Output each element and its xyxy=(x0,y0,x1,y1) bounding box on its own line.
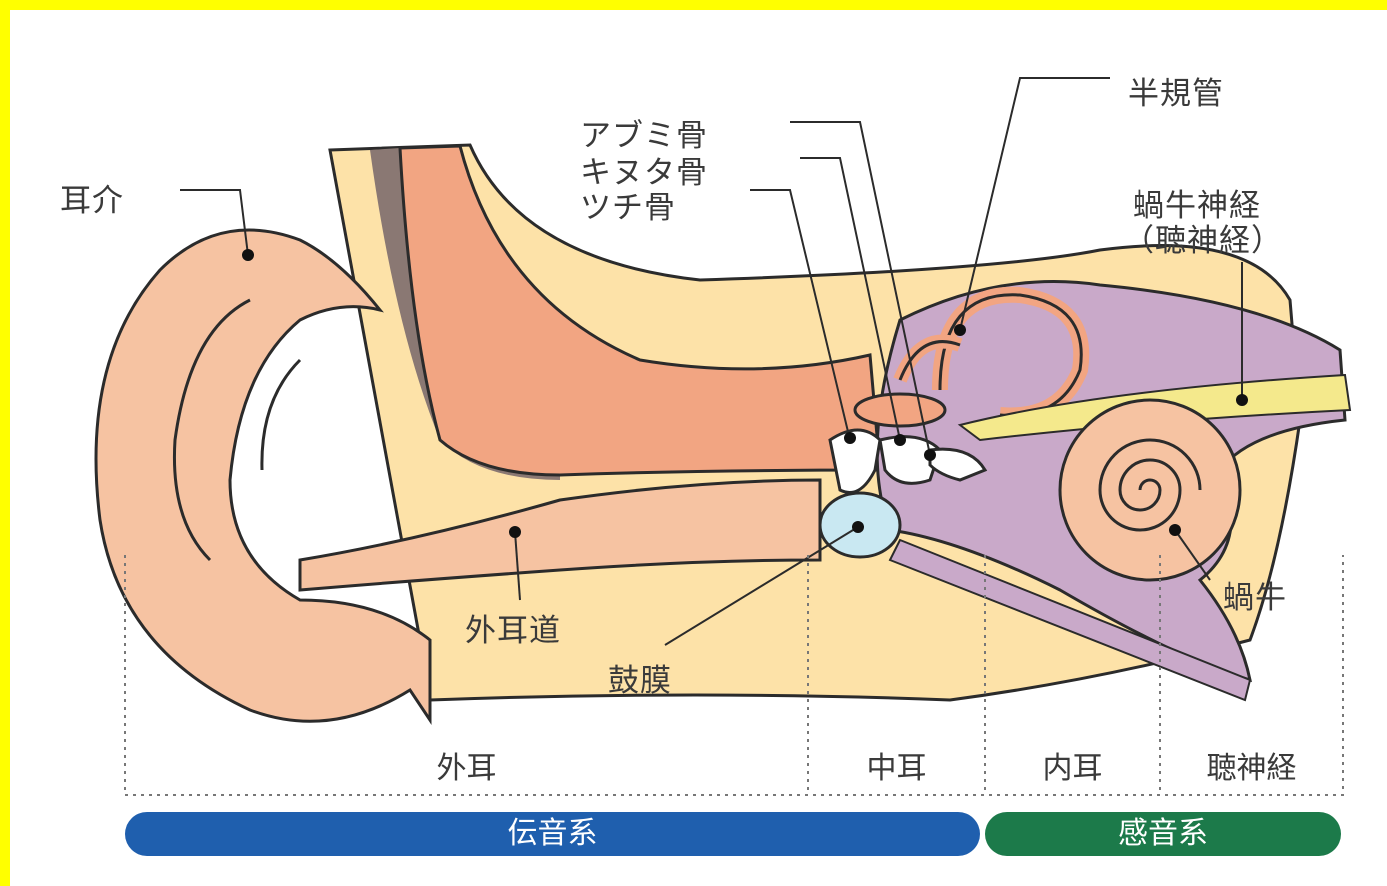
section-outer-ear: 外耳 xyxy=(125,743,808,787)
label-ear-canal: 外耳道 xyxy=(465,605,561,650)
diagram-frame: 耳介 アブミ骨 キヌタ骨 ツチ骨 半規管 蝸牛神経 （聴神経） 外耳道 鼓膜 蝸… xyxy=(10,10,1387,886)
section-auditory-nerve: 聴神経 xyxy=(1160,743,1343,787)
label-malleus: ツチ骨 xyxy=(580,182,676,227)
label-pinna: 耳介 xyxy=(60,175,124,220)
label-cochlear-nerve-alt: （聴神経） xyxy=(1123,215,1283,260)
section-inner-ear: 内耳 xyxy=(985,743,1160,787)
section-middle-ear: 中耳 xyxy=(808,743,985,787)
label-cochlea: 蝸牛 xyxy=(1223,572,1287,617)
band-sensorineural: 感音系 xyxy=(985,812,1341,856)
cochlea xyxy=(1060,400,1240,580)
label-eardrum: 鼓膜 xyxy=(608,655,672,700)
label-semicircular-canals: 半規管 xyxy=(1128,68,1224,113)
band-conductive: 伝音系 xyxy=(125,812,980,856)
